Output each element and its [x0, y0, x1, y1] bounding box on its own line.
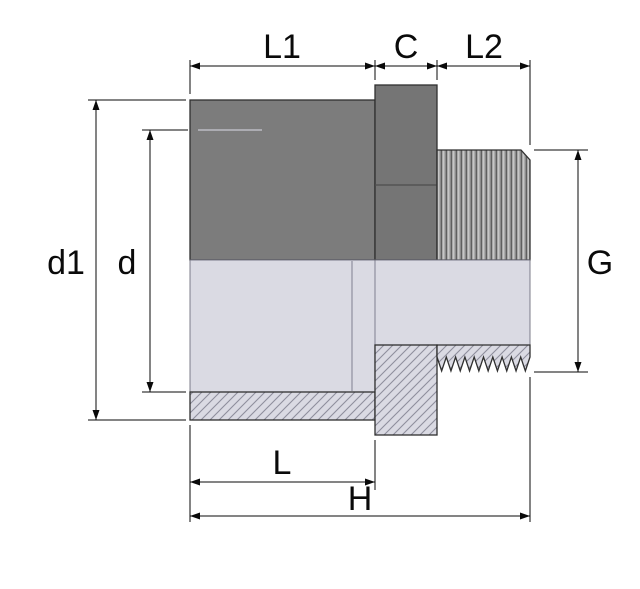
male-thread-upper [436, 149, 531, 261]
label-l: L [273, 444, 292, 482]
label-g: G [587, 244, 613, 282]
hex-collar-upper [374, 84, 438, 261]
dimension-lines [92, 62, 582, 520]
collar-wall-hatched [374, 344, 438, 436]
socket-body-upper [189, 99, 376, 261]
label-d: d [118, 244, 137, 282]
label-h: H [348, 480, 373, 518]
through-bore-section [374, 259, 531, 346]
label-l2: L2 [465, 28, 503, 66]
male-thread-lower-hatched [436, 344, 531, 374]
socket-wall-hatched [189, 391, 376, 421]
label-d1: d1 [47, 244, 85, 282]
socket-bore-section [189, 259, 376, 393]
label-l1: L1 [263, 28, 301, 66]
label-c: C [394, 28, 419, 66]
